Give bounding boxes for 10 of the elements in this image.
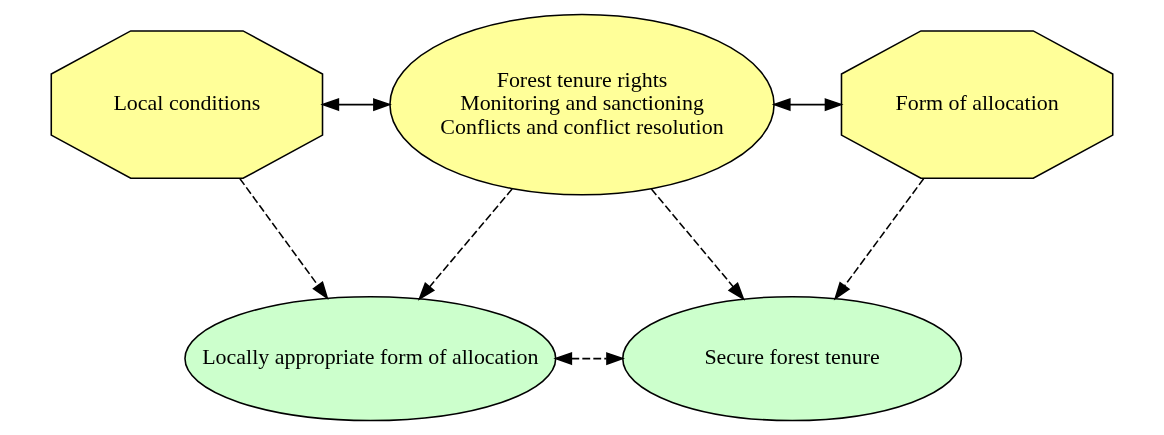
- node-ellipse: Forest tenure rights Monitoring and sanctioning Conflicts and conflict resolution: [389, 13, 775, 196]
- arrow: [833, 177, 925, 301]
- arrow: [239, 177, 329, 301]
- arrow: [650, 188, 745, 301]
- arrow: [553, 352, 625, 366]
- arrow: [417, 188, 513, 301]
- arrow: [320, 98, 392, 112]
- node-ellipse: Secure forest tenure: [621, 295, 963, 422]
- arrow: [771, 98, 844, 112]
- node-ellipse: Locally appropriate form of allocation: [184, 295, 557, 422]
